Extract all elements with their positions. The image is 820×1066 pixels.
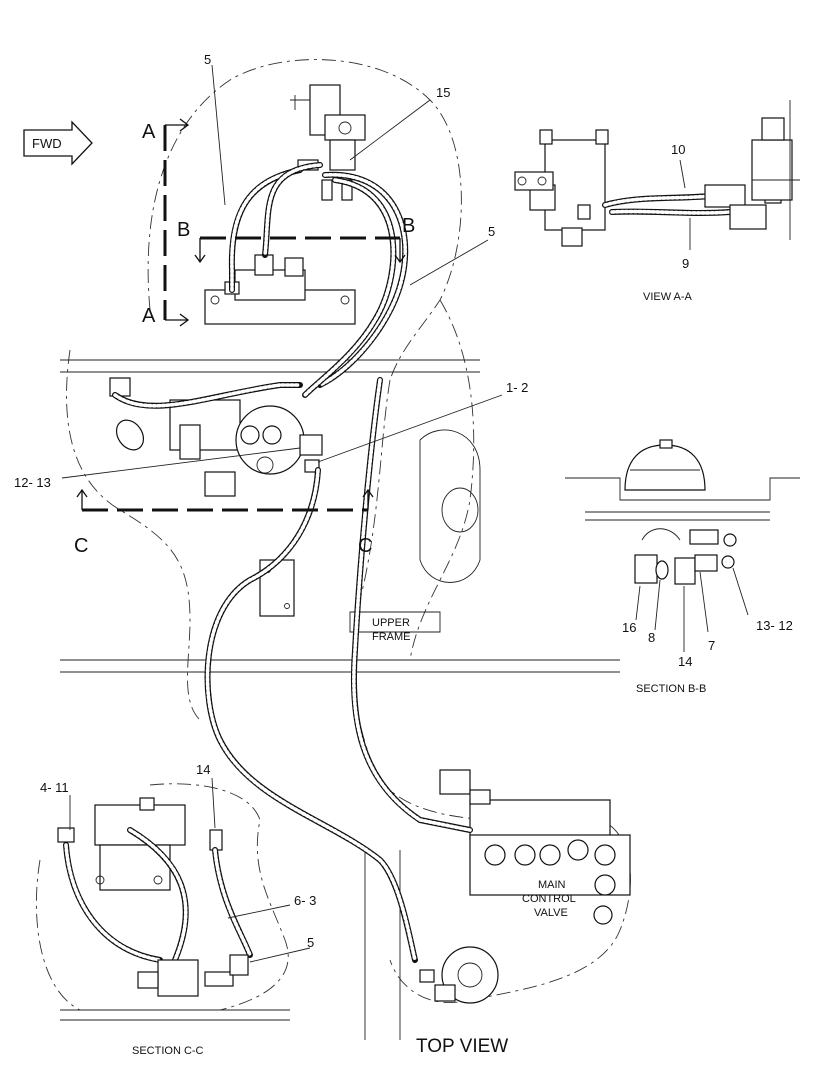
forward-arrow-label: FWD xyxy=(32,136,62,151)
section-b-b-title: SECTION B-B xyxy=(636,683,706,695)
section-b-callout-8: 8 xyxy=(648,630,655,645)
section-c-c-title: SECTION C-C xyxy=(132,1045,204,1057)
section-cut-lines xyxy=(76,118,406,512)
pump-assembly xyxy=(109,377,323,497)
main-leaders xyxy=(61,64,503,479)
callout-15: 15 xyxy=(436,85,450,100)
upper-manifold-block xyxy=(204,254,356,325)
section-c-callout-4-11: 4- 11 xyxy=(40,780,69,795)
view-a-callout-9: 9 xyxy=(682,256,689,271)
section-b-b-detail xyxy=(565,439,800,652)
section-c-callout-6-3: 6- 3 xyxy=(294,893,316,908)
section-letter-a-bottom: A xyxy=(142,305,156,327)
main-hoses xyxy=(112,162,473,963)
valve-label-1: MAIN xyxy=(538,879,566,891)
callout-5-top: 5 xyxy=(204,52,211,67)
section-b-callout-13-12: 13- 12 xyxy=(756,618,793,633)
section-letter-c-left: C xyxy=(74,535,88,557)
top-view-title: TOP VIEW xyxy=(416,1036,508,1057)
callout-12-13: 12- 13 xyxy=(14,475,51,490)
view-a-a-detail xyxy=(514,100,800,250)
valve-label-3: VALVE xyxy=(534,907,568,919)
section-letter-b-right: B xyxy=(402,215,415,237)
upper-frame-label-1: UPPER xyxy=(372,617,410,629)
forward-arrow: FWD xyxy=(23,120,93,166)
main-control-valve xyxy=(439,769,631,925)
section-c-callout-14: 14 xyxy=(196,762,210,777)
section-letter-a-top: A xyxy=(142,121,156,143)
section-b-callout-7: 7 xyxy=(708,638,715,653)
view-a-callout-10: 10 xyxy=(671,142,685,157)
section-letter-b-left: B xyxy=(177,219,190,241)
upper-frame-label-2: FRAME xyxy=(372,631,411,643)
section-c-callout-5: 5 xyxy=(307,935,314,950)
section-letter-c-right: C xyxy=(358,535,372,557)
bottom-filter xyxy=(419,946,499,1004)
section-c-c-detail xyxy=(35,777,311,1021)
callout-5-right: 5 xyxy=(488,224,495,239)
section-b-callout-16: 16 xyxy=(622,620,636,635)
valve-label-2: CONTROL xyxy=(522,893,576,905)
section-b-callout-14: 14 xyxy=(678,654,692,669)
callout-1-2: 1- 2 xyxy=(506,380,528,395)
view-a-a-title: VIEW A-A xyxy=(643,291,693,303)
